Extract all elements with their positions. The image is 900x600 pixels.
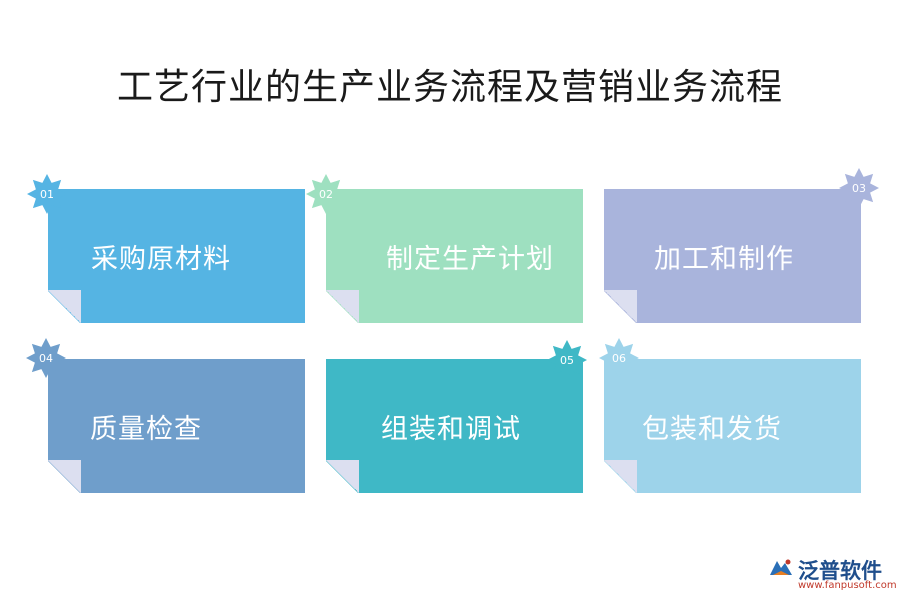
page-fold-corner [48,290,81,323]
page-fold-corner [604,460,637,493]
page-fold-corner [604,290,637,323]
page-fold-corner [326,460,359,493]
step-number-badge-5: 05 [547,340,587,380]
step-number: 03 [852,181,866,195]
step-number: 05 [560,353,574,367]
star-badge-icon [27,174,67,214]
step-card-3: 加工和制作 [604,189,861,323]
step-card-background [326,359,583,493]
star-badge-icon [839,168,879,208]
star-badge-icon [599,338,639,378]
step-card-background [604,359,861,493]
star-badge-icon [26,338,66,378]
step-card-background [48,189,305,323]
step-card-background [326,189,583,323]
star-badge-icon [306,174,346,214]
step-number-badge-2: 02 [306,174,346,214]
step-label: 组装和调试 [381,413,521,445]
step-number-badge-4: 04 [26,338,66,378]
step-number: 06 [612,351,626,365]
step-number: 01 [40,187,54,201]
step-number: 02 [319,187,333,201]
step-label: 加工和制作 [654,243,794,275]
step-card-6: 包装和发货 [604,359,861,493]
step-number: 04 [39,351,53,365]
step-label: 质量检查 [90,413,202,445]
step-card-5: 组装和调试 [326,359,583,493]
page-title: 工艺行业的生产业务流程及营销业务流程 [116,67,783,108]
step-card-4: 质量检查 [48,359,305,493]
step-number-badge-3: 03 [839,168,879,208]
step-card-background [604,189,861,323]
step-card-background [48,359,305,493]
step-label: 制定生产计划 [386,243,554,275]
brand-name: 泛普软件 [798,559,882,583]
page-fold-corner [48,460,81,493]
step-card-1: 采购原材料 [48,189,305,323]
step-label: 采购原材料 [91,243,231,275]
brand-logo: 泛普软件 www.fanpusoft.com [768,554,898,598]
step-card-2: 制定生产计划 [326,189,583,323]
fanpu-logo-icon [770,559,792,575]
brand-url: www.fanpusoft.com [798,580,897,591]
step-number-badge-1: 01 [27,174,67,214]
step-label: 包装和发货 [642,413,782,445]
page-fold-corner [326,290,359,323]
step-number-badge-6: 06 [599,338,639,378]
star-badge-icon [547,340,587,380]
